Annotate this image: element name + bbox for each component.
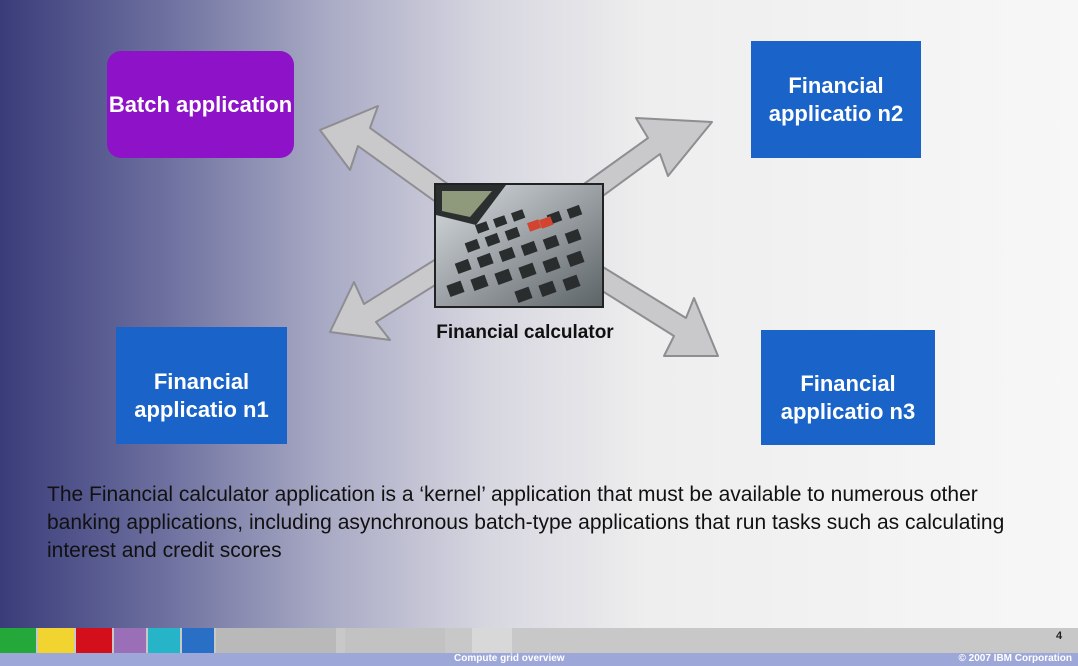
batch-application-label: Batch application: [108, 91, 293, 117]
financial-application-1-label: Financial applicatio n1: [134, 368, 269, 422]
financial-application-2-label: Financial applicatio n2: [768, 72, 904, 126]
batch-application-box: Batch application: [107, 51, 294, 158]
strip-square-yellow: [38, 628, 74, 653]
strip-square-purple: [114, 628, 146, 653]
strip-square-blue: [182, 628, 214, 653]
financial-calculator-label: Financial calculator: [436, 322, 614, 343]
footer-title: Compute grid overview: [454, 653, 565, 664]
strip-square-green: [0, 628, 36, 653]
strip-square-red: [76, 628, 112, 653]
financial-application-2-box: Financial applicatio n2: [751, 41, 921, 158]
footer-copyright: © 2007 IBM Corporation: [958, 653, 1073, 664]
financial-application-3-box: Financial applicatio n3: [761, 330, 935, 445]
calculator-icon: [436, 185, 602, 306]
strip-square-teal: [148, 628, 180, 653]
strip-image-band-2: [345, 628, 445, 653]
financial-application-3-label: Financial applicatio n3: [780, 370, 916, 424]
strip-square-light: [472, 628, 512, 653]
description-text: The Financial calculator application is …: [47, 483, 1005, 562]
strip-image-band-1: [216, 628, 336, 653]
footer-bar: [0, 653, 1078, 666]
financial-application-1-box: Financial applicatio n1: [116, 327, 287, 444]
page-number: 4: [1056, 630, 1063, 642]
calculator-photo: [434, 183, 604, 308]
